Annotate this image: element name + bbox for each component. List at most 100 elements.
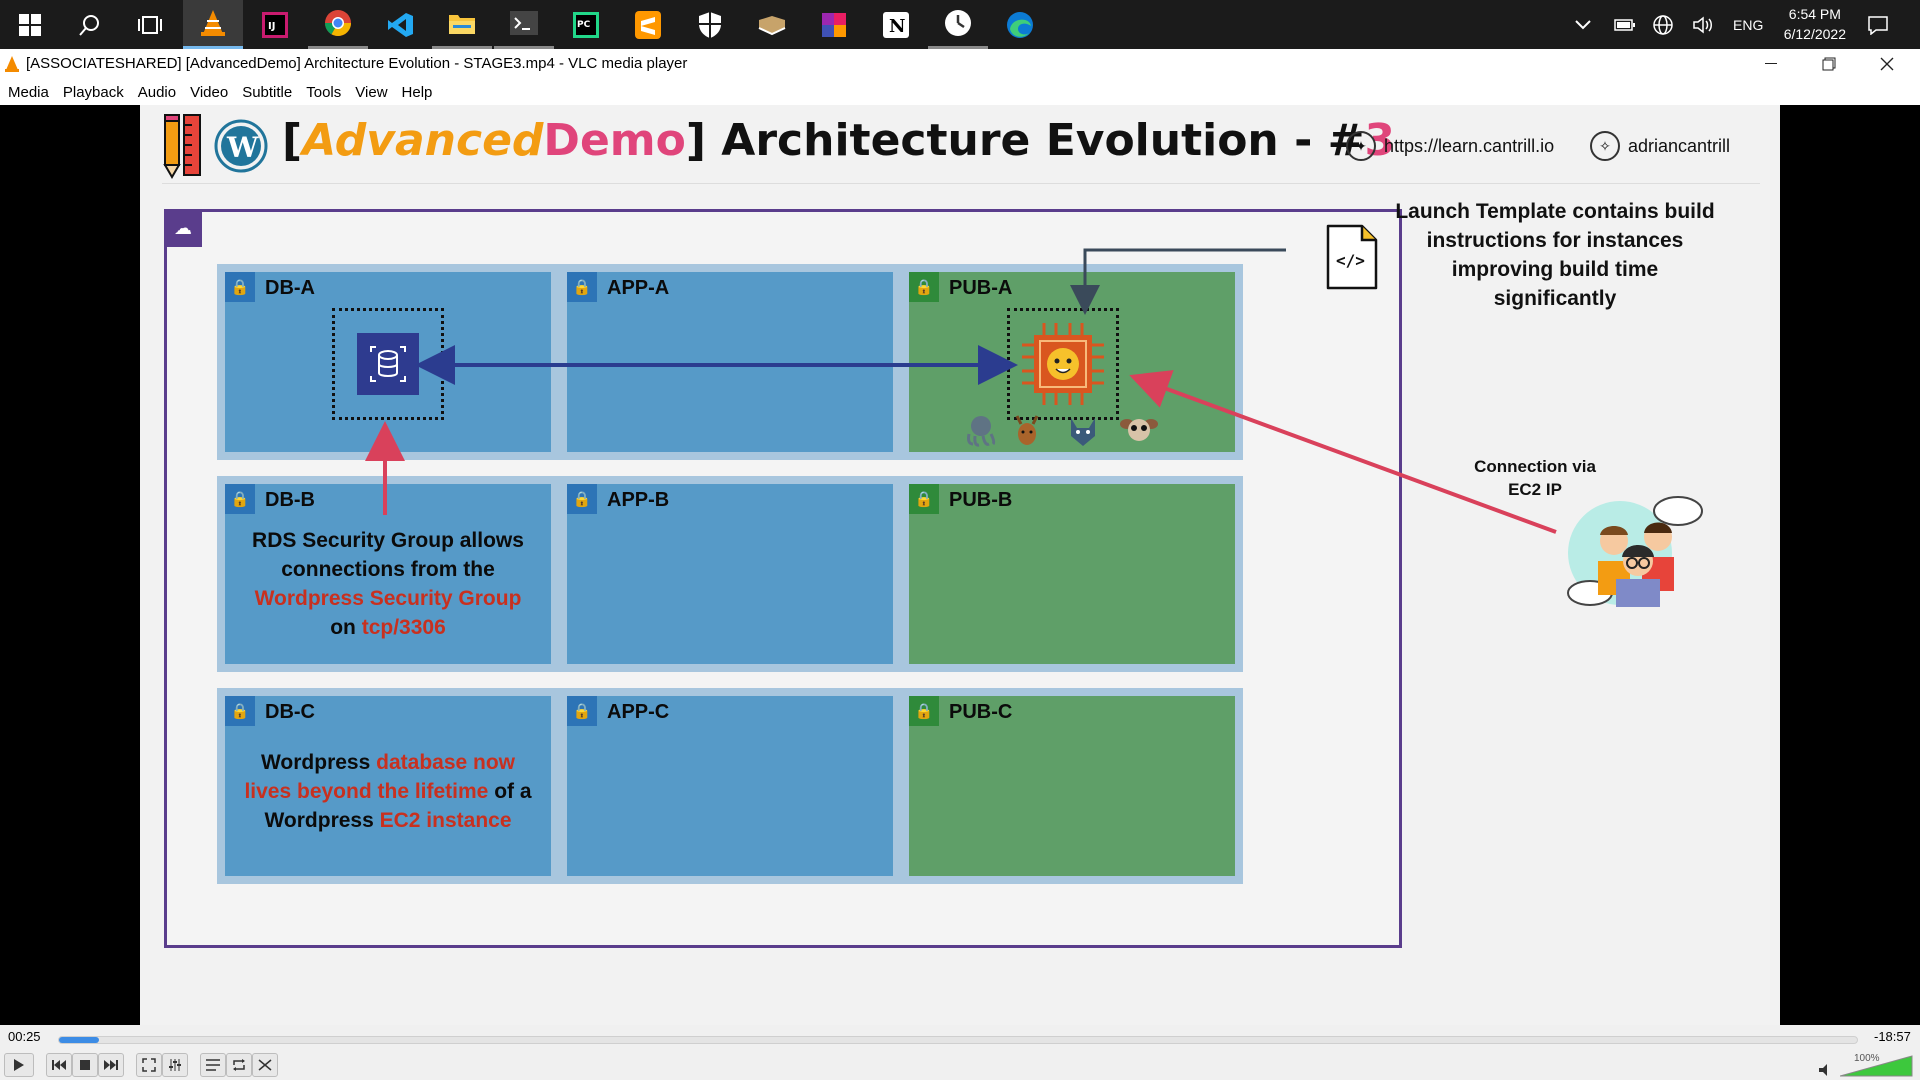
ec2-chip-icon — [1022, 323, 1104, 405]
menu-tools[interactable]: Tools — [306, 83, 342, 101]
elapsed-time: 00:25 — [8, 1029, 41, 1044]
title-main: Architecture Evolution - # — [705, 115, 1365, 166]
extended-settings-button[interactable] — [162, 1053, 188, 1077]
windows-start-icon[interactable] — [0, 0, 60, 49]
security-shield-icon[interactable] — [680, 0, 740, 49]
vlc-icon[interactable] — [183, 0, 243, 49]
wolf-animal-icon — [1071, 418, 1095, 446]
network-globe-icon[interactable] — [1652, 0, 1674, 49]
course-url: https://learn.cantrill.io — [1384, 135, 1555, 156]
svg-text:IJ: IJ — [268, 21, 275, 32]
subnet-pub-b: 🔒 PUB-B — [909, 484, 1235, 664]
subnet-label: PUB-B — [949, 489, 1013, 511]
lock-icon: 🔒 — [567, 696, 597, 726]
menu-media[interactable]: Media — [8, 83, 49, 101]
lock-icon: 🔒 — [909, 484, 939, 514]
fullscreen-button[interactable] — [136, 1053, 162, 1077]
battery-icon[interactable] — [1614, 0, 1636, 49]
notifications-icon[interactable] — [1867, 0, 1889, 49]
window-title: [ASSOCIATESHARED] [AdvancedDemo] Archite… — [26, 55, 688, 72]
subnet-db-b: 🔒 DB-B RDS Security Group allows connect… — [225, 484, 551, 664]
twitter-icon: ✧ — [1590, 131, 1620, 161]
terminal-icon[interactable] — [494, 0, 554, 49]
volume-icon[interactable] — [1692, 0, 1714, 49]
file-explorer-icon[interactable] — [432, 0, 492, 49]
lock-icon: 🔒 — [909, 272, 939, 302]
next-button[interactable] — [98, 1053, 124, 1077]
subnet-label: DB-A — [265, 277, 315, 299]
header-divider — [162, 183, 1760, 184]
color-app-icon[interactable] — [804, 0, 864, 49]
clock-time: 6:54 PM — [1788, 6, 1841, 22]
task-view-icon[interactable] — [120, 0, 180, 49]
tray-chevron-icon[interactable] — [1574, 0, 1592, 49]
az-b-row: 🔒 DB-B RDS Security Group allows connect… — [217, 476, 1243, 672]
sublime-text-icon[interactable] — [618, 0, 678, 49]
subnet-app-b: 🔒 APP-B — [567, 484, 893, 664]
subnet-label: PUB-C — [949, 701, 1013, 723]
vscode-icon[interactable] — [370, 0, 430, 49]
shuffle-button[interactable] — [252, 1053, 278, 1077]
windows-taskbar: IJ PC N ENG 6 — [0, 0, 1920, 49]
notion-icon[interactable]: N — [866, 0, 926, 49]
title-advanced: Advanced — [302, 115, 544, 166]
playlist-button[interactable] — [200, 1053, 226, 1077]
close-button[interactable] — [1858, 49, 1916, 79]
language-indicator[interactable]: ENG — [1733, 16, 1764, 33]
lock-icon: 🔒 — [567, 272, 597, 302]
restore-button[interactable] — [1800, 49, 1858, 79]
menu-help[interactable]: Help — [401, 83, 433, 101]
pycharm-icon[interactable]: PC — [556, 0, 616, 49]
speaker-icon[interactable] — [1818, 1063, 1834, 1077]
rds-database-icon — [357, 333, 419, 395]
volume-slider[interactable] — [1840, 1055, 1914, 1077]
lock-icon: 🔒 — [909, 696, 939, 726]
vpc-boundary: ☁ 🔒 DB-A 🔒 APP-A 🔒 — [164, 209, 1402, 948]
seek-progress — [59, 1037, 99, 1043]
play-button[interactable] — [4, 1053, 34, 1077]
lock-icon: 🔒 — [567, 484, 597, 514]
previous-button[interactable] — [46, 1053, 72, 1077]
subnet-db-c: 🔒 DB-C Wordpress database now lives beyo… — [225, 696, 551, 876]
menu-playback[interactable]: Playback — [62, 83, 124, 101]
lock-icon: 🔒 — [225, 484, 255, 514]
launch-template-code-icon: </> — [1326, 224, 1378, 290]
wordpress-logo-icon: W — [214, 119, 268, 173]
rds-note-part3: on — [330, 616, 362, 639]
subnet-app-c: 🔒 APP-C — [567, 696, 893, 876]
book-icon[interactable] — [742, 0, 802, 49]
loop-button[interactable] — [226, 1053, 252, 1077]
pencil-ruler-icon — [163, 114, 201, 179]
title-demo: Demo — [543, 115, 686, 166]
search-icon[interactable] — [60, 0, 120, 49]
course-link: ✦ https://learn.cantrill.io — [1346, 131, 1554, 161]
db-note-part1: Wordpress — [260, 751, 377, 774]
title-bracket-open: [ — [282, 115, 303, 166]
clock-app-icon[interactable] — [928, 0, 988, 49]
video-area[interactable]: W [AdvancedDemo] Architecture Evolution … — [0, 105, 1920, 1025]
stop-button[interactable] — [72, 1053, 98, 1077]
seek-bar[interactable] — [58, 1036, 1858, 1044]
remaining-time[interactable]: -18:57 — [1874, 1029, 1911, 1044]
minimize-button[interactable] — [1742, 49, 1800, 79]
player-controls: 00:25 -18:57 100% — [0, 1025, 1920, 1080]
intellij-icon[interactable]: IJ — [245, 0, 305, 49]
menu-video[interactable]: Video — [190, 83, 229, 101]
chrome-icon[interactable] — [308, 0, 368, 49]
arrows-overlay — [365, 248, 1557, 534]
slide: W [AdvancedDemo] Architecture Evolution … — [140, 105, 1780, 1025]
launch-template-arrow — [1070, 248, 1286, 315]
menu-view[interactable]: View — [355, 83, 388, 101]
rds-note-part1: RDS Security Group allows connections fr… — [252, 529, 524, 581]
subnet-label: DB-C — [265, 701, 315, 723]
system-clock[interactable]: 6:54 PM 6/12/2022 — [1784, 4, 1846, 44]
menu-bar: Media Playback Audio Video Subtitle Tool… — [0, 79, 1920, 105]
svg-text:PC: PC — [577, 20, 591, 30]
launch-template-note: Launch Template contains build instructi… — [1395, 200, 1715, 310]
menu-audio[interactable]: Audio — [137, 83, 177, 101]
subnet-label: APP-B — [607, 489, 670, 511]
svg-text:N: N — [889, 16, 905, 37]
menu-subtitle[interactable]: Subtitle — [242, 83, 293, 101]
db-note-part2: database now lives beyond the lifetime — [244, 751, 516, 803]
edge-icon[interactable] — [990, 0, 1050, 49]
